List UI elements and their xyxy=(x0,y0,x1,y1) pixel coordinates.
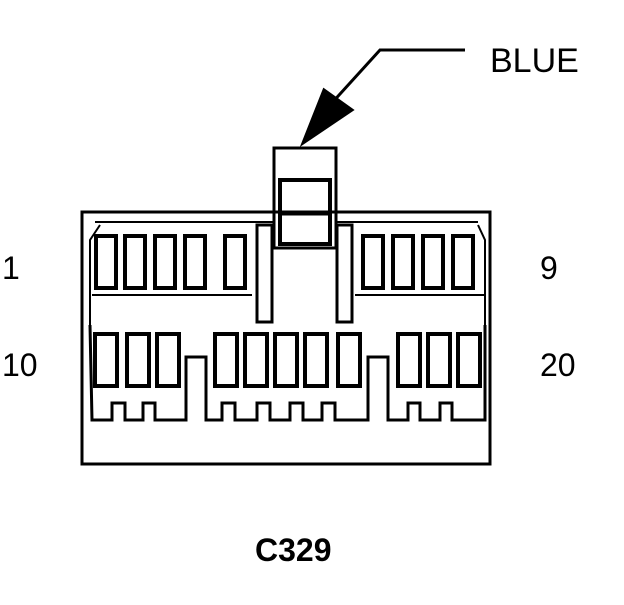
locking-tab xyxy=(272,146,338,250)
arrow-head xyxy=(299,87,355,147)
bottom-key-profile xyxy=(88,324,487,422)
pin-label-10: 10 xyxy=(2,347,38,383)
inner-shroud-right xyxy=(477,224,486,325)
inner-shroud-left xyxy=(89,224,101,325)
latch-rail-left xyxy=(255,223,274,324)
connector-housing xyxy=(80,210,492,466)
connector-color-label: BLUE xyxy=(490,42,579,80)
connector-name: C329 xyxy=(255,532,332,568)
pin-label-20: 20 xyxy=(540,347,576,383)
top-row-cavities xyxy=(94,234,475,290)
leader-line xyxy=(328,48,465,107)
pin-label-9: 9 xyxy=(540,250,558,286)
latch-rail-right xyxy=(335,223,354,324)
bottom-row-cavities xyxy=(93,332,482,388)
pin-label-1: 1 xyxy=(2,250,20,286)
